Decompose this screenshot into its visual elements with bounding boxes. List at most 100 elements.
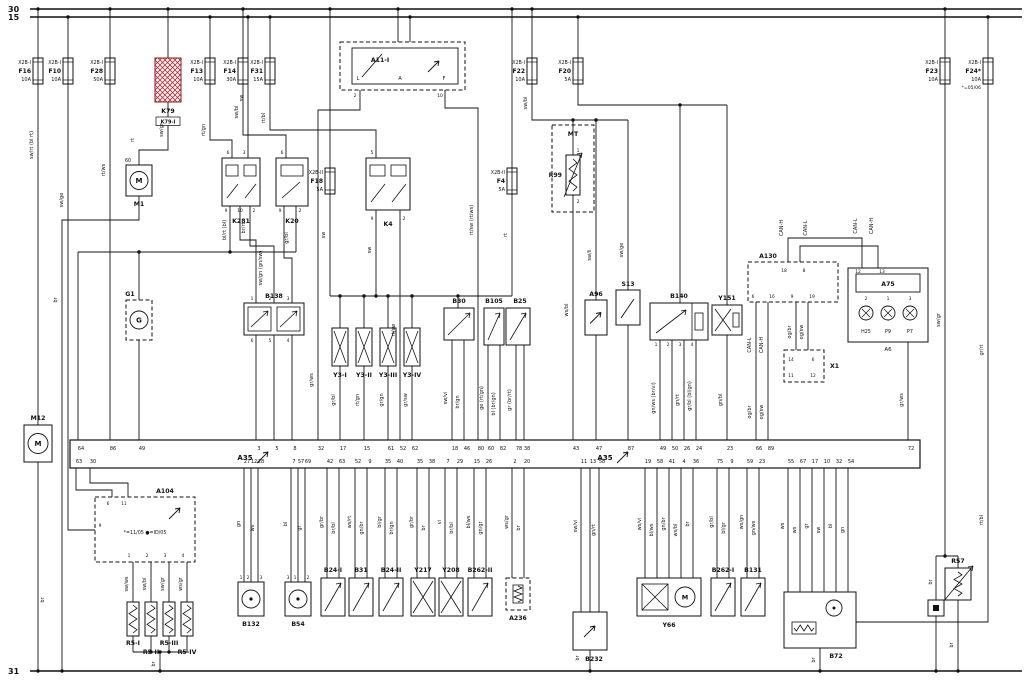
ecu-pin-bottom: 54 [848,459,854,465]
wire-label: sw/gr [159,122,165,137]
svg-text:17: 17 [340,0,346,2]
svg-text:1: 1 [577,148,580,154]
wire-label: gn/rt [675,394,681,406]
component-b72: B72 [783,591,857,660]
wire-label: sw/vi [573,520,579,533]
wire-label: gr [297,524,303,530]
wire-label: CAN-L [853,218,859,233]
wire-label: sw/vi [443,392,449,405]
wire-label: sw/gn (gn/sw) [258,250,264,285]
component-r5-iii: R5-III [160,601,178,647]
component-y208: Y208 [438,567,464,617]
b30-label: B30 [452,298,466,305]
ecu-pin-top: 23 [727,446,733,452]
svg-text:9: 9 [99,523,102,529]
wire-label: br [40,596,46,602]
ecu-label: A35 [597,454,612,462]
ecu-pin-top: 64 [78,446,84,452]
wire-label: ws/vi [637,518,643,531]
wire-label: br/bl [449,522,455,533]
svg-text:5A: 5A [498,187,505,193]
wire-label: CAN-H [779,220,785,236]
wire-label: ws/bl [564,304,570,317]
wire-label: gr (br/rt) [507,389,513,411]
mt-label: MT [568,131,579,138]
wire-label: vi [437,520,443,524]
a75-label: A75 [881,281,894,288]
svg-text:X2B-I: X2B-I [968,60,981,66]
wire-label: CAN-H [759,337,765,353]
wire-label: rt [130,138,136,142]
wire-label: bl/gr [721,521,727,533]
component-g1: GG1 [125,291,153,341]
component-b131: B131 [740,567,766,617]
wire-label: sw/ws [124,576,130,591]
ecu-pin-top: 49 [139,446,145,452]
svg-text:2: 2 [577,199,580,205]
component-y3-iii: Y3-III [378,327,397,379]
svg-text:4: 4 [182,553,185,559]
component-x-conn [927,599,945,617]
wire-label: sw [367,247,373,254]
wire-label: ws/bl [673,524,679,537]
svg-text:4: 4 [287,338,290,344]
ecu-label: A35 [237,454,252,462]
svg-text:H25: H25 [861,329,871,335]
svg-text:72: 72 [908,0,914,2]
ecu-pin-top: 47 [596,446,602,452]
svg-text:49: 49 [139,0,145,2]
ecu-pin-bottom: 38 [429,459,435,465]
a11-i-label: A11-I [371,57,389,64]
wire-label: gr/bl (bl/gn) [687,381,693,411]
svg-text:X2B-I: X2B-I [223,60,236,66]
svg-text:11: 11 [788,373,794,379]
component-s13: S13 [615,281,641,326]
b262-i-label: B262-I [712,567,735,574]
bus-31-label: 31 [8,667,20,676]
component-r5-i: R5-I [126,601,140,647]
svg-text:62: 62 [412,0,418,2]
y217-label: Y217 [413,567,431,574]
bus-15-label: 15 [8,13,20,22]
svg-text:5A: 5A [564,77,571,83]
ecu-pin-bottom: 35 [385,459,391,465]
ecu-pin-top: 80 [478,446,484,452]
svg-text:F23: F23 [926,68,938,75]
b131-label: B131 [744,567,762,574]
svg-text:1: 1 [240,575,243,581]
component-a236: A236 [505,577,531,622]
svg-text:9: 9 [225,208,228,214]
a96-label: A96 [589,291,602,298]
svg-text:F14: F14 [224,68,236,75]
ecu-pin-bottom: 13 [590,459,596,465]
a104-label: A104 [156,488,174,495]
y66-label: Y66 [661,622,675,629]
wire-label: og/sw [759,405,765,420]
svg-text:23: 23 [727,0,733,2]
svg-text:2: 2 [354,93,357,99]
r99-label: R99 [549,172,562,179]
ecu-pin-bottom: 30 [90,459,96,465]
ecu-pin-top: 5 [275,446,278,452]
wire-label: bl/ws [466,515,472,528]
component-b30: B30 [443,298,475,341]
ecu-pin-top: 87 [628,446,634,452]
ecu-pin-top: 52 [400,446,406,452]
svg-text:1: 1 [655,342,658,348]
svg-text:61: 61 [388,0,394,2]
wire-label: br [575,654,581,660]
ecu-pin-top: 62 [412,446,418,452]
svg-text:F18: F18 [311,178,323,185]
svg-text:K79-I: K79-I [161,120,176,126]
component-b24-ii: B24-II [378,567,404,617]
wire-label: gr/br [319,515,325,528]
svg-text:5: 5 [371,150,374,156]
wire-label: bl [828,524,834,529]
svg-text:2: 2 [247,575,250,581]
